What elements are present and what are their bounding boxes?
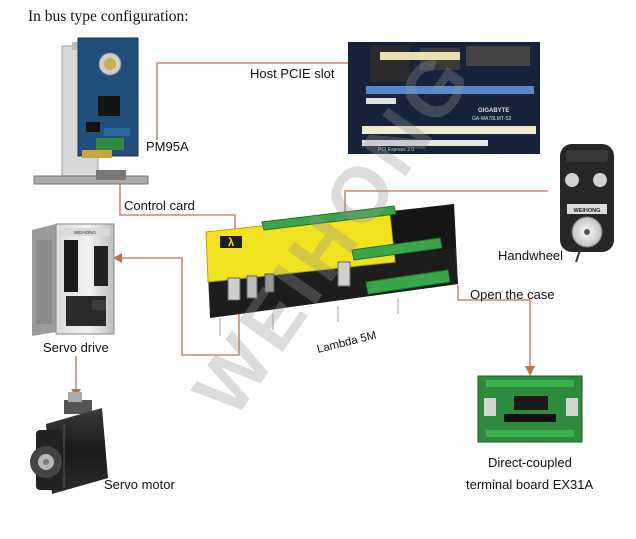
drive-brand: WEIHONG <box>74 230 96 235</box>
servo-drive-image: WEIHONG <box>32 224 114 336</box>
handwheel-logo: WEIHONG <box>574 208 601 214</box>
terminal-board-image <box>478 376 582 442</box>
lambda-badge: λ <box>228 237 234 249</box>
pm95a-card-image <box>34 38 148 184</box>
control-card-label: Control card <box>124 198 195 213</box>
servo-drive-label: Servo drive <box>43 340 109 355</box>
pm95a-label: PM95A <box>146 139 189 154</box>
open-the-case-label: Open the case <box>470 287 555 302</box>
servo-motor-image <box>30 392 108 494</box>
terminal-board-label-line1: Direct-coupled <box>488 455 572 470</box>
arrow-to-terminal <box>525 366 535 376</box>
lambda-5m-label: Lambda 5M <box>316 330 378 356</box>
terminal-board-label-line2: terminal board EX31A <box>466 477 593 492</box>
host-pcie-slot-label: Host PCIE slot <box>250 66 335 81</box>
servo-motor-label: Servo motor <box>104 477 175 492</box>
handwheel-label: Handwheel <box>498 248 563 263</box>
motherboard-model: GA-MA78LMT-S2 <box>472 116 512 122</box>
motherboard-brand: GIGABYTE <box>478 108 509 114</box>
handwheel-image: WEIHONG <box>560 144 614 262</box>
